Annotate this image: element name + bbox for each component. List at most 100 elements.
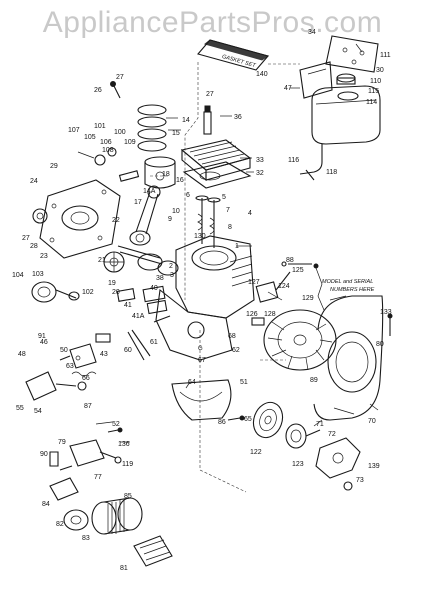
callout-43: 43 xyxy=(100,351,108,358)
dipstick-bolt[interactable] xyxy=(110,81,121,99)
callout-68: 68 xyxy=(228,333,236,340)
callout-27-mid: 27 xyxy=(206,91,214,98)
air-cleaner-base[interactable] xyxy=(49,477,79,501)
callout-28: 28 xyxy=(30,243,38,250)
callout-51: 51 xyxy=(240,379,248,386)
washer-102[interactable] xyxy=(68,291,80,301)
flywheel[interactable] xyxy=(263,309,337,371)
spark-plug[interactable] xyxy=(203,105,212,135)
choke-rod[interactable] xyxy=(107,427,123,433)
piston[interactable] xyxy=(144,156,176,189)
callout-30: 30 xyxy=(376,67,384,74)
callout-130: 130 xyxy=(194,233,206,240)
callout-73: 73 xyxy=(356,477,364,484)
crankcase-cover[interactable] xyxy=(39,179,121,259)
assembly-guide xyxy=(184,62,199,300)
engine-base[interactable] xyxy=(171,379,232,421)
callout-129: 129 xyxy=(302,295,314,302)
spark-plug-wire[interactable] xyxy=(281,261,312,267)
ignition-coil[interactable] xyxy=(255,271,291,303)
callout-5: 5 xyxy=(222,194,226,201)
connecting-rod[interactable] xyxy=(129,185,161,246)
callout-17: 17 xyxy=(134,199,142,206)
breather-assembly[interactable] xyxy=(116,285,171,323)
callout-66: 66 xyxy=(82,375,90,382)
watermark: AppliancePartsPros.com xyxy=(42,6,383,39)
flange-bolt-65[interactable] xyxy=(227,415,245,421)
callout-126: 126 xyxy=(246,311,258,318)
piston-rings[interactable] xyxy=(137,104,167,152)
governor-linkage[interactable] xyxy=(95,329,151,361)
ground-wire[interactable] xyxy=(313,263,325,311)
callout-61: 61 xyxy=(150,339,158,346)
control-spring[interactable] xyxy=(71,371,97,377)
callout-67: 67 xyxy=(198,357,206,364)
callout-139: 139 xyxy=(368,463,380,470)
callout-52: 52 xyxy=(112,421,120,428)
callout-55: 55 xyxy=(16,405,24,412)
callout-54: 54 xyxy=(34,408,42,415)
blower-housing[interactable] xyxy=(313,295,384,421)
crankcase[interactable]: G xyxy=(155,288,233,361)
callout-72: 72 xyxy=(328,431,336,438)
callout-133: 133 xyxy=(380,309,392,316)
callout-87: 87 xyxy=(84,403,92,410)
starter-cup[interactable] xyxy=(249,398,288,441)
callout-41: 41 xyxy=(124,302,132,309)
crankshaft[interactable] xyxy=(117,245,179,276)
callout-88: 88 xyxy=(286,257,294,264)
serial-number-note: MODEL and SERIAL NUMBERS HERE xyxy=(322,279,375,293)
flywheel-key[interactable] xyxy=(251,317,265,326)
callout-4: 4 xyxy=(248,210,252,217)
wrist-pin[interactable] xyxy=(118,170,140,182)
starter-pulley-left[interactable] xyxy=(31,281,77,303)
callout-102: 102 xyxy=(82,289,94,296)
air-filter-element[interactable] xyxy=(91,497,143,535)
callout-60: 60 xyxy=(124,347,132,354)
callout-105: 105 xyxy=(84,134,96,141)
gasket-set-envelope[interactable]: GASKET SET xyxy=(197,39,270,71)
starter-pulley[interactable] xyxy=(285,423,321,449)
carburetor-fittings[interactable] xyxy=(49,451,73,471)
callout-8: 8 xyxy=(228,224,232,231)
callout-50: 50 xyxy=(60,347,68,354)
callout-47: 47 xyxy=(284,85,292,92)
starter-spring-71[interactable] xyxy=(313,419,323,427)
callout-27-left: 27 xyxy=(22,235,30,242)
cylinder-head[interactable] xyxy=(180,139,252,182)
callout-85: 85 xyxy=(124,493,132,500)
callout-36: 36 xyxy=(234,114,242,121)
camshaft-gear[interactable] xyxy=(103,251,125,273)
callout-21: 21 xyxy=(98,257,106,264)
fuel-tank[interactable] xyxy=(311,85,381,145)
callout-107: 107 xyxy=(68,127,80,134)
governor-parts[interactable] xyxy=(77,147,117,166)
fuel-cap[interactable] xyxy=(336,73,356,85)
head-gasket[interactable] xyxy=(182,161,252,189)
fuel-tank-bracket[interactable] xyxy=(325,35,379,73)
callout-71: 71 xyxy=(316,421,324,428)
callout-103: 103 xyxy=(32,271,44,278)
callout-29: 29 xyxy=(50,163,58,170)
callout-84: 84 xyxy=(42,501,50,508)
throttle-control[interactable] xyxy=(25,371,87,401)
callout-111: 111 xyxy=(380,52,391,59)
fuel-tank-strap[interactable] xyxy=(299,61,333,99)
pre-cleaner[interactable] xyxy=(133,535,173,567)
callout-106: 106 xyxy=(100,139,112,146)
callout-127: 127 xyxy=(248,279,260,286)
fuel-line[interactable] xyxy=(299,144,323,181)
carburetor-body[interactable] xyxy=(69,439,122,467)
callout-115: 115 xyxy=(368,88,379,95)
callout-32: 32 xyxy=(256,170,264,177)
cylinder-block[interactable] xyxy=(175,235,255,319)
oil-seal[interactable] xyxy=(32,208,48,224)
callout-101: 101 xyxy=(94,123,106,130)
callout-114: 114 xyxy=(366,99,377,106)
screen-bolt-133[interactable] xyxy=(387,313,393,336)
starter-handle-assembly[interactable] xyxy=(315,437,361,491)
carburetor-linkage[interactable] xyxy=(59,343,97,369)
valves[interactable] xyxy=(195,195,221,248)
air-cleaner-cover[interactable] xyxy=(63,509,89,531)
callout-14: 14 xyxy=(182,117,190,124)
